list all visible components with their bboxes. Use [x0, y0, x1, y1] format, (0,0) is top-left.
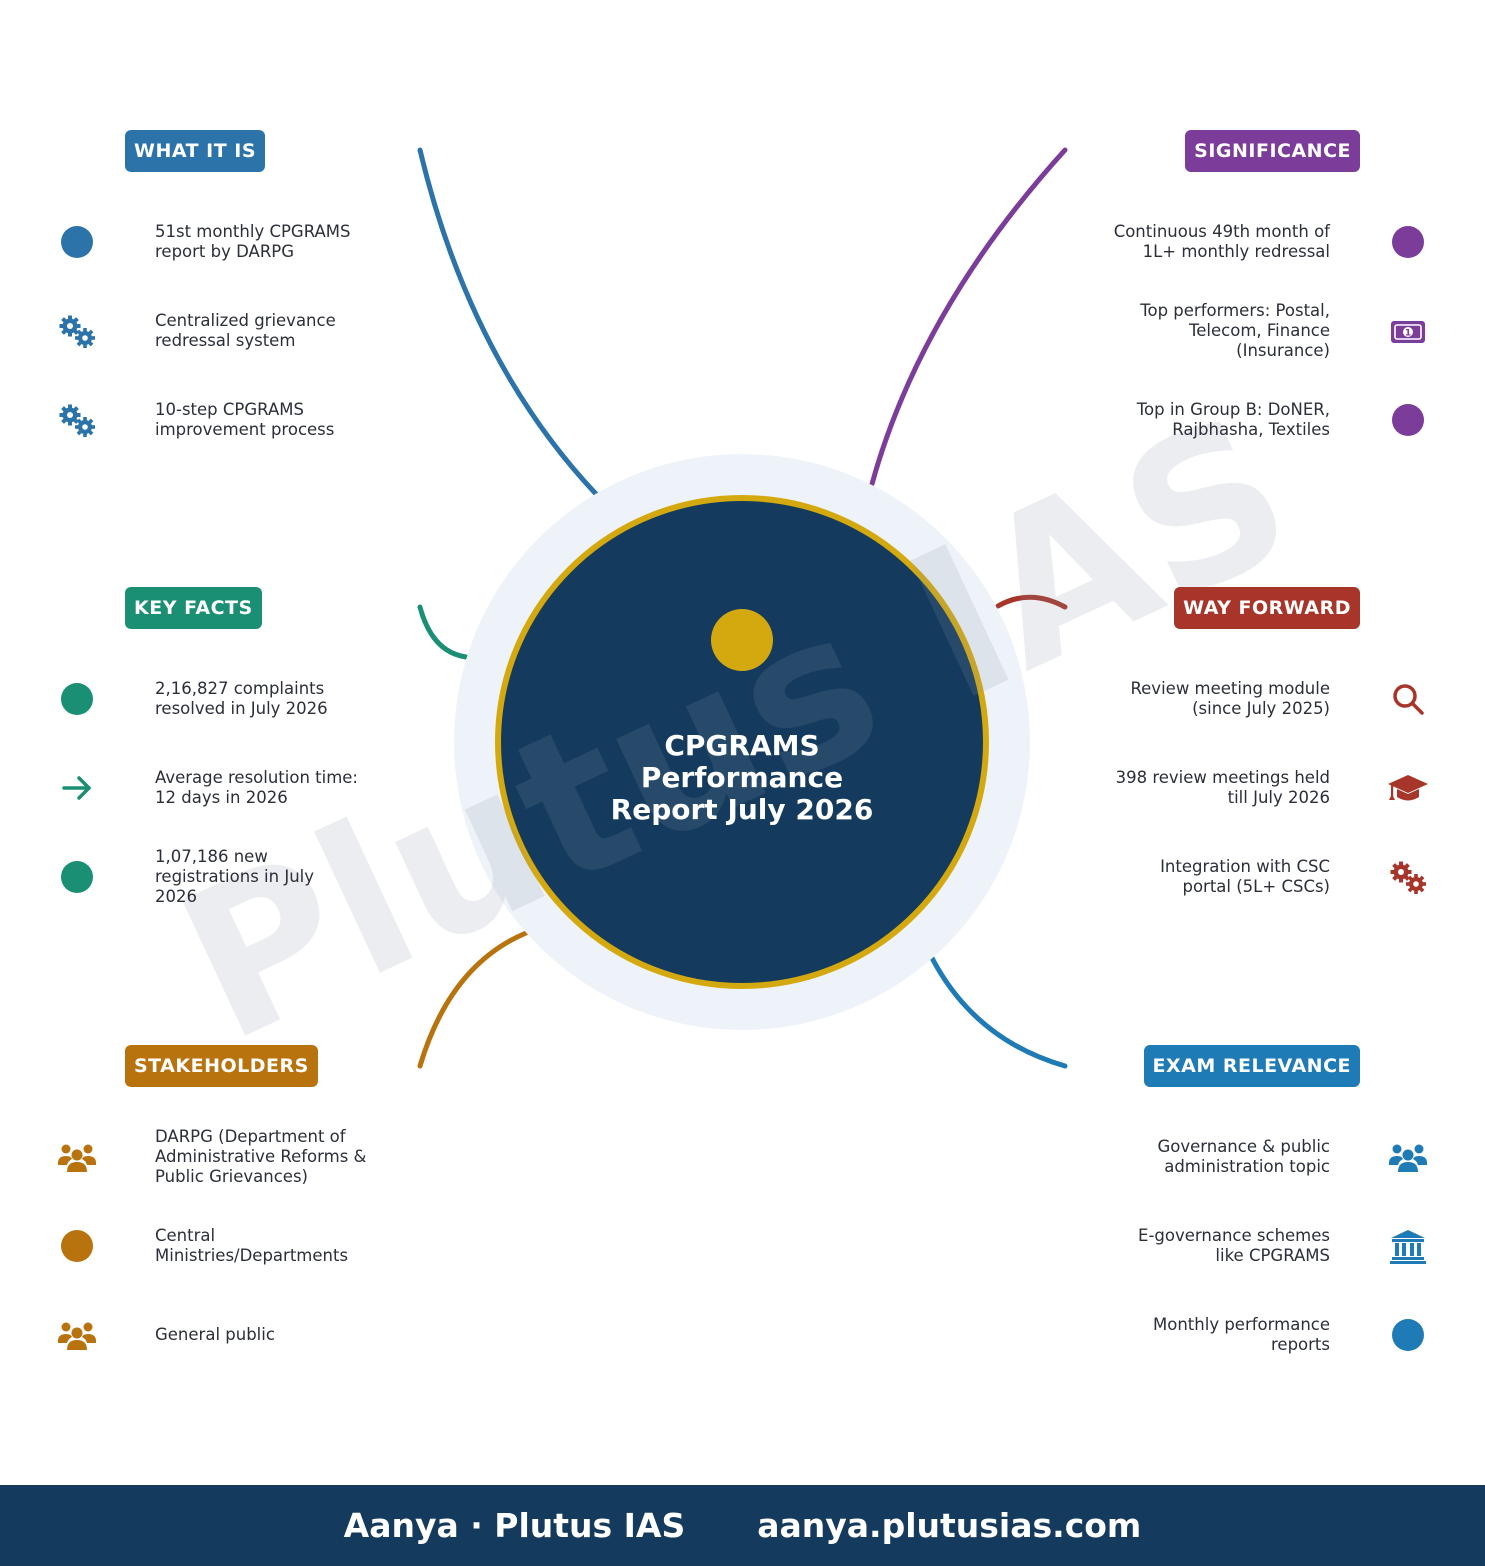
circle-icon — [55, 220, 99, 264]
section-item-text: Centralized grievance redressal system — [155, 311, 336, 350]
section-item-text: Continuous 49th month of 1L+ monthly red… — [1113, 222, 1330, 261]
section-item-text: Central Ministries/Departments — [155, 1226, 349, 1265]
section-badge-what-it-is: WHAT IT IS — [125, 130, 266, 172]
section-item-text: Average resolution time: 12 days in 2026 — [155, 768, 358, 807]
section-item-text: 2,16,827 complaints resolved in July 202… — [155, 679, 328, 718]
users-icon — [1386, 1135, 1430, 1179]
users-icon — [55, 1135, 99, 1179]
connector-what-it-is — [417, 147, 599, 497]
section-item-text: General public — [155, 1325, 275, 1344]
section-item-text: 1,07,186 new registrations in July 2026 — [155, 847, 314, 906]
section-item-text: E-governance schemes like CPGRAMS — [1138, 1226, 1330, 1265]
bank-icon — [1386, 1224, 1430, 1268]
circle-icon — [1386, 220, 1430, 264]
money-icon: 1 — [1386, 309, 1430, 353]
arrow-right-icon — [55, 766, 99, 810]
section-item-text: Top in Group B: DoNER, Rajbhasha, Textil… — [1136, 400, 1330, 439]
circle-icon — [55, 855, 99, 899]
gears-icon — [1386, 855, 1430, 899]
section-item-text: 10-step CPGRAMS improvement process — [155, 400, 335, 439]
section-item-text: 398 review meetings held till July 2026 — [1115, 768, 1330, 807]
gears-icon — [55, 309, 99, 353]
center-dot-icon — [711, 609, 773, 671]
section-item-text: 51st monthly CPGRAMS report by DARPG — [155, 222, 351, 261]
section-badge-key-facts: KEY FACTS — [125, 587, 262, 629]
footer-url: aanya.plutusias.com — [757, 1506, 1142, 1545]
graduation-cap-icon — [1386, 766, 1430, 810]
circle-icon — [55, 677, 99, 721]
center-title: CPGRAMS Performance Report July 2026 — [610, 729, 874, 826]
connector-stakeholders — [417, 930, 529, 1069]
svg-text:1: 1 — [1405, 329, 1411, 339]
circle-icon — [1386, 398, 1430, 442]
section-item-text: Top performers: Postal, Telecom, Finance… — [1140, 301, 1330, 360]
footer: Aanya · Plutus IAS aanya.plutusias.com — [0, 1485, 1485, 1566]
connector-way-forward — [995, 594, 1068, 610]
connector-exam-relevance — [929, 955, 1068, 1069]
section-badge-way-forward: WAY FORWARD — [1174, 587, 1360, 629]
circle-icon — [55, 1224, 99, 1268]
section-badge-exam-relevance: EXAM RELEVANCE — [1143, 1045, 1360, 1087]
section-badge-stakeholders: STAKEHOLDERS — [125, 1045, 318, 1087]
section-badge-significance: SIGNIFICANCE — [1185, 130, 1360, 172]
center-circle — [495, 495, 989, 989]
connector-significance — [869, 147, 1068, 487]
section-item-text: DARPG (Department of Administrative Refo… — [155, 1127, 367, 1186]
circle-icon — [1386, 1313, 1430, 1357]
search-icon — [1386, 677, 1430, 721]
section-item-text: Integration with CSC portal (5L+ CSCs) — [1160, 857, 1330, 896]
users-icon — [55, 1313, 99, 1357]
section-item-text: Review meeting module (since July 2025) — [1130, 679, 1330, 718]
gears-icon — [55, 398, 99, 442]
connector-key-facts — [417, 604, 469, 660]
section-item-text: Monthly performance reports — [1153, 1315, 1330, 1354]
section-item-text: Governance & public administration topic — [1157, 1137, 1330, 1176]
footer-brand: Aanya · Plutus IAS — [343, 1506, 686, 1545]
